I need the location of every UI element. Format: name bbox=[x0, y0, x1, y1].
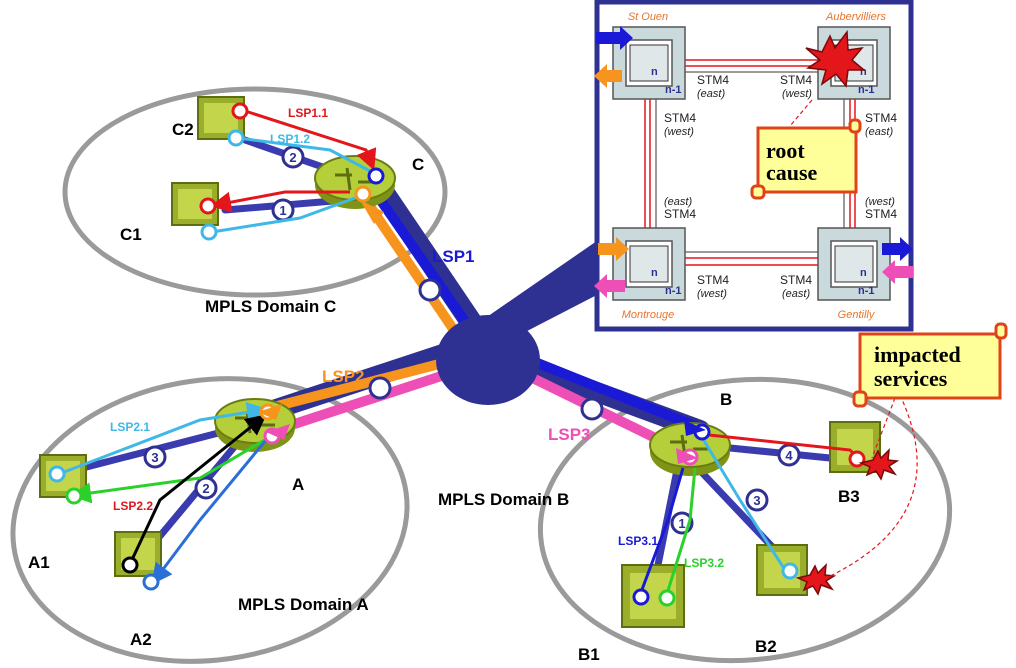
node-b1-label: B1 bbox=[578, 645, 600, 664]
lsp2-2-label: LSP2.2 bbox=[113, 499, 153, 513]
root-cause-line2: cause bbox=[766, 160, 818, 185]
site-montrouge: Montrouge bbox=[622, 309, 675, 321]
domain-b-label: MPLS Domain B bbox=[438, 490, 569, 509]
site-gentilly: Gentilly bbox=[838, 309, 876, 321]
svg-text:(east): (east) bbox=[865, 126, 893, 138]
svg-text:n: n bbox=[860, 267, 867, 279]
svg-text:(east): (east) bbox=[697, 88, 725, 100]
root-failure-burst bbox=[805, 29, 867, 88]
node-b2-label: B2 bbox=[755, 637, 777, 656]
link-number-markers bbox=[143, 145, 801, 535]
svg-text:(west): (west) bbox=[697, 288, 727, 300]
lsp3-label: LSP3 bbox=[548, 425, 591, 444]
failure-bursts bbox=[795, 447, 900, 596]
impacted-services-callout: impacted services bbox=[852, 322, 1008, 408]
ring-panel: n n-1 n n-1 n n-1 n n-1 St Ouen Aubervil… bbox=[594, 0, 914, 332]
impacted-line2: services bbox=[874, 366, 948, 391]
svg-text:n-1: n-1 bbox=[858, 84, 875, 96]
svg-text:STM4: STM4 bbox=[664, 111, 696, 125]
lsp1-1-label: LSP1.1 bbox=[288, 106, 328, 120]
link-num-b2: 3 bbox=[753, 493, 760, 508]
network-hub bbox=[436, 315, 540, 405]
svg-text:(west): (west) bbox=[782, 88, 812, 100]
root-cause-callout: root cause bbox=[750, 99, 862, 200]
lsp3-1-label: LSP3.1 bbox=[618, 534, 658, 548]
svg-text:(west): (west) bbox=[664, 126, 694, 138]
svg-text:STM4: STM4 bbox=[865, 207, 897, 221]
lsp2-label: LSP2 bbox=[322, 367, 365, 386]
site-aubervilliers: Aubervilliers bbox=[825, 11, 886, 23]
link-num-a1: 3 bbox=[151, 450, 158, 465]
root-cause-line1: root bbox=[766, 138, 805, 163]
svg-text:(east): (east) bbox=[664, 196, 692, 208]
node-c1-label: C1 bbox=[120, 225, 142, 244]
svg-text:STM4: STM4 bbox=[780, 73, 812, 87]
svg-text:STM4: STM4 bbox=[865, 111, 897, 125]
lsp3-2-label: LSP3.2 bbox=[684, 556, 724, 570]
lsp1-2-label: LSP1.2 bbox=[270, 132, 310, 146]
node-a2-box bbox=[114, 531, 162, 577]
router-c-label: C bbox=[412, 155, 424, 174]
link-num-c1: 1 bbox=[279, 203, 286, 218]
node-c2-label: C2 bbox=[172, 120, 194, 139]
node-a1-label: A1 bbox=[28, 553, 50, 572]
link-num-b3: 4 bbox=[785, 448, 793, 463]
router-b-label: B bbox=[720, 390, 732, 409]
svg-text:STM4: STM4 bbox=[664, 207, 696, 221]
svg-text:n: n bbox=[651, 66, 658, 78]
domain-a-label: MPLS Domain A bbox=[238, 595, 369, 614]
impact-dashes bbox=[821, 384, 918, 581]
router-a-label: A bbox=[292, 475, 304, 494]
node-boxes bbox=[39, 96, 881, 628]
sub-lsp-paths bbox=[58, 108, 862, 598]
site-st-ouen: St Ouen bbox=[628, 11, 668, 23]
domain-c-label: MPLS Domain C bbox=[205, 297, 336, 316]
svg-text:STM4: STM4 bbox=[697, 273, 729, 287]
svg-text:n: n bbox=[860, 66, 867, 78]
svg-text:n-1: n-1 bbox=[858, 285, 875, 297]
svg-text:n-1: n-1 bbox=[665, 84, 682, 96]
svg-text:(east): (east) bbox=[782, 288, 810, 300]
adm-gentilly bbox=[817, 227, 891, 301]
link-num-a2: 2 bbox=[202, 481, 209, 496]
svg-text:n: n bbox=[651, 267, 658, 279]
lsp2-1-label: LSP2.1 bbox=[110, 420, 150, 434]
lsp1-label: LSP1 bbox=[432, 247, 475, 266]
svg-text:n-1: n-1 bbox=[665, 285, 682, 297]
node-b3-label: B3 bbox=[838, 487, 860, 506]
svg-text:(west): (west) bbox=[865, 196, 895, 208]
lsp-arrowheads bbox=[258, 200, 706, 464]
domain-a-ellipse bbox=[10, 376, 410, 664]
link-num-b1: 1 bbox=[678, 516, 685, 531]
domain-b-ellipse bbox=[537, 376, 953, 664]
impacted-line1: impacted bbox=[874, 342, 961, 367]
link-num-c2: 2 bbox=[289, 150, 296, 165]
node-a2-label: A2 bbox=[130, 630, 152, 649]
domain-c-ellipse bbox=[62, 86, 448, 298]
svg-text:STM4: STM4 bbox=[697, 73, 729, 87]
svg-text:STM4: STM4 bbox=[780, 273, 812, 287]
